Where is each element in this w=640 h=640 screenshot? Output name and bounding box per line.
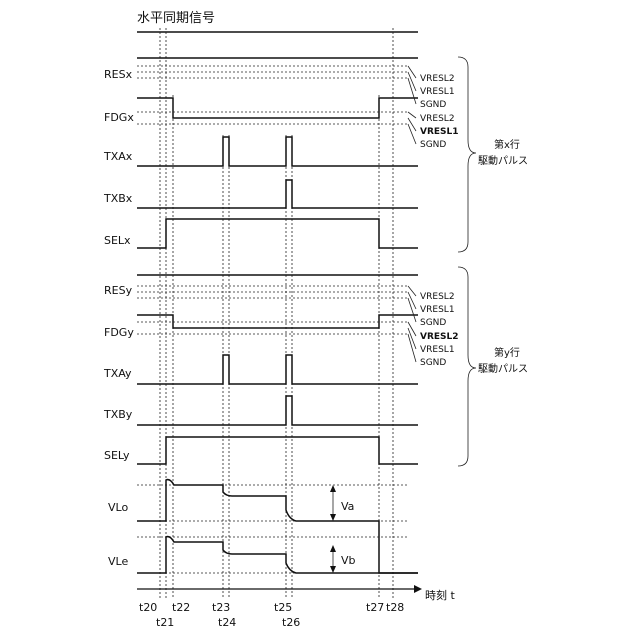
tick-t22: t22 (172, 601, 190, 614)
label-txbx: TXBx (103, 192, 133, 205)
level-vresl1-fdg-y: VRESL1 (420, 345, 455, 355)
brace-x-line2: 駆動パルス (478, 154, 528, 167)
wave-txay (137, 355, 418, 384)
brace-y (458, 267, 476, 466)
tick-t28: t28 (386, 601, 404, 614)
tick-t23: t23 (212, 601, 230, 614)
brace-y-line2: 駆動パルス (478, 362, 528, 375)
level-sgnd-fdg-y: SGND (420, 358, 446, 368)
wave-txby (137, 396, 418, 425)
time-markers (160, 28, 393, 598)
wave-txbx (137, 180, 418, 208)
label-txax: TXAx (103, 150, 133, 163)
level-sgnd-fdg-x: SGND (420, 140, 446, 150)
tick-t21: t21 (156, 616, 174, 629)
wave-fdgy (137, 315, 418, 328)
tick-t26: t26 (282, 616, 300, 629)
level-vresl2-fdg-y: VRESL2 (420, 332, 459, 342)
label-sely: SELy (104, 449, 130, 462)
level-vresl2-res-y: VRESL2 (420, 292, 455, 302)
label-fdgx: FDGx (104, 111, 134, 124)
wave-selx (137, 219, 418, 248)
label-vle: VLe (108, 555, 128, 568)
label-va: Va (341, 500, 354, 513)
tick-t25: t25 (274, 601, 292, 614)
levels-x: VRESL2 VRESL1 SGND VRESL2 VRESL1 SGND (408, 66, 459, 150)
brace-x (458, 57, 476, 252)
label-vlo: VLo (108, 501, 128, 514)
label-txay: TXAy (103, 367, 132, 380)
tick-t24: t24 (218, 616, 236, 629)
level-vresl1-fdg-x: VRESL1 (420, 127, 459, 137)
level-vresl1-res-x: VRESL1 (420, 87, 455, 97)
wave-txax (137, 137, 418, 166)
label-resy: RESy (104, 284, 133, 297)
wave-fdgx (137, 98, 418, 118)
label-fdgy: FDGy (104, 326, 134, 339)
label-selx: SELx (104, 234, 131, 247)
wave-sely (137, 437, 418, 464)
level-vresl2-fdg-x: VRESL2 (420, 114, 455, 124)
level-sgnd-res-y: SGND (420, 318, 446, 328)
time-axis-arrow (414, 585, 422, 593)
levels-y: VRESL2 VRESL1 SGND VRESL2 VRESL1 SGND (408, 286, 459, 368)
tick-t20: t20 (139, 601, 157, 614)
label-resx: RESx (104, 68, 133, 81)
brace-x-line1: 第x行 (494, 138, 520, 151)
wave-vlo (137, 480, 418, 573)
level-vresl2-res-x: VRESL2 (420, 74, 455, 84)
time-axis-label: 時刻 t (425, 588, 455, 602)
brace-y-line1: 第y行 (494, 346, 520, 359)
label-txby: TXBy (103, 408, 133, 421)
level-sgnd-res-x: SGND (420, 100, 446, 110)
wave-vle (137, 537, 418, 573)
tick-t27: t27 (366, 601, 384, 614)
level-vresl1-res-y: VRESL1 (420, 305, 455, 315)
hsync-title: 水平同期信号 (137, 11, 215, 26)
label-vb: Vb (341, 554, 356, 567)
